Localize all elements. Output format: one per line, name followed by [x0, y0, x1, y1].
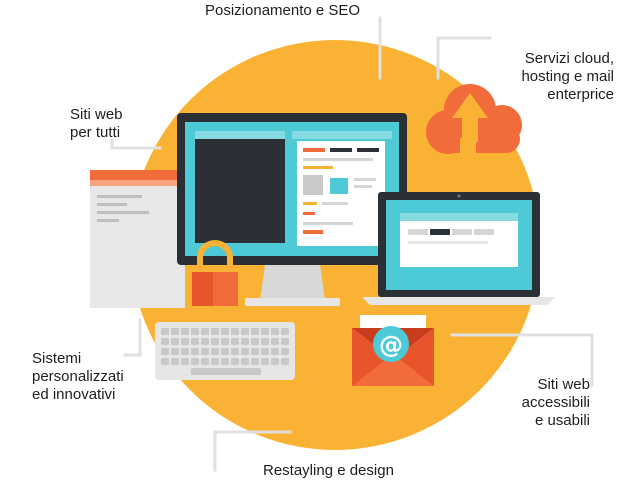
keyboard-key [231, 348, 239, 355]
keyboard-key [191, 348, 199, 355]
cloud-upload-download-icon [426, 84, 522, 182]
keyboard-key [161, 358, 169, 365]
keyboard-key [191, 338, 199, 345]
label-posizionamento-seo: Posizionamento e SEO [205, 2, 361, 19]
monitor-icon [177, 113, 407, 306]
keyboard-key [231, 328, 239, 335]
label-line: Servizi cloud, [524, 50, 614, 67]
keyboard-key [181, 358, 189, 365]
keyboard-key [211, 348, 219, 355]
label-line: personalizzati [32, 368, 124, 385]
keyboard-key [171, 328, 179, 335]
keyboard-key [241, 348, 249, 355]
keyboard-key [211, 338, 219, 345]
keyboard-key [181, 338, 189, 345]
keyboard-key [211, 328, 219, 335]
label-line: Siti web [70, 106, 123, 123]
label-line: e usabili [534, 412, 590, 429]
browser-window-icon [90, 170, 185, 308]
laptop-icon [362, 192, 555, 305]
keyboard-spacebar [191, 368, 261, 375]
email-at-symbol: @ [379, 331, 403, 359]
label-line: Siti web [537, 376, 590, 393]
keyboard-key [201, 338, 209, 345]
keyboard-key [171, 358, 179, 365]
keyboard-key [231, 358, 239, 365]
keyboard-key [261, 348, 269, 355]
keyboard-key [261, 328, 269, 335]
label-restyling: Restayling e design [263, 462, 394, 479]
keyboard-key [261, 358, 269, 365]
connector-lines [110, 16, 594, 472]
label-line: hosting e mail [521, 68, 614, 85]
label-line: accessibili [521, 394, 590, 411]
keyboard-key [191, 328, 199, 335]
label-line: ed innovativi [32, 386, 116, 403]
keyboard-key [271, 328, 279, 335]
connector-cloud [436, 36, 492, 80]
keyboard-key [231, 338, 239, 345]
keyboard-key [221, 358, 229, 365]
connector-siti [110, 138, 162, 150]
padlock-icon [192, 240, 238, 306]
keyboard-key [261, 338, 269, 345]
keyboard-key [281, 358, 289, 365]
label-line: Sistemi [32, 350, 82, 367]
label-line: per tutti [70, 124, 121, 141]
label-sistemi: Sistemi personalizzati ed innovativi [32, 350, 124, 404]
keyboard-key [161, 348, 169, 355]
keyboard-key [251, 338, 259, 345]
keyboard-key [171, 348, 179, 355]
keyboard-key [171, 338, 179, 345]
keyboard-key [181, 328, 189, 335]
keyboard-key [161, 338, 169, 345]
keyboard-icon [155, 322, 295, 380]
label-siti-accessibili: Siti web accessibili e usabili [522, 376, 590, 430]
keyboard-key [191, 358, 199, 365]
keyboard-key [241, 328, 249, 335]
keyboard-key [201, 348, 209, 355]
keyboard-key [211, 358, 219, 365]
keyboard-key [221, 328, 229, 335]
keyboard-key [201, 328, 209, 335]
label-servizi-cloud: Servizi cloud, hosting e mail enterprice [521, 50, 614, 104]
keyboard-key [271, 358, 279, 365]
keyboard-key [281, 328, 289, 335]
keyboard-key [271, 338, 279, 345]
keyboard-key [241, 338, 249, 345]
keyboard-key [251, 328, 259, 335]
keyboard-key [241, 358, 249, 365]
keyboard-key [281, 338, 289, 345]
connector-sistemi [123, 318, 142, 357]
keyboard-key [251, 358, 259, 365]
keyboard-key [161, 328, 169, 335]
connector-restyle [213, 430, 292, 472]
label-line: enterprice [547, 86, 614, 103]
label-siti-web: Siti web per tutti [70, 106, 123, 142]
keyboard-key [181, 348, 189, 355]
connector-access [450, 333, 594, 387]
keyboard-key [251, 348, 259, 355]
keyboard-key [201, 358, 209, 365]
keyboard-key [271, 348, 279, 355]
email-envelope-icon: @ [352, 315, 434, 386]
keyboard-key [221, 348, 229, 355]
keyboard-key [281, 348, 289, 355]
keyboard-key [221, 338, 229, 345]
